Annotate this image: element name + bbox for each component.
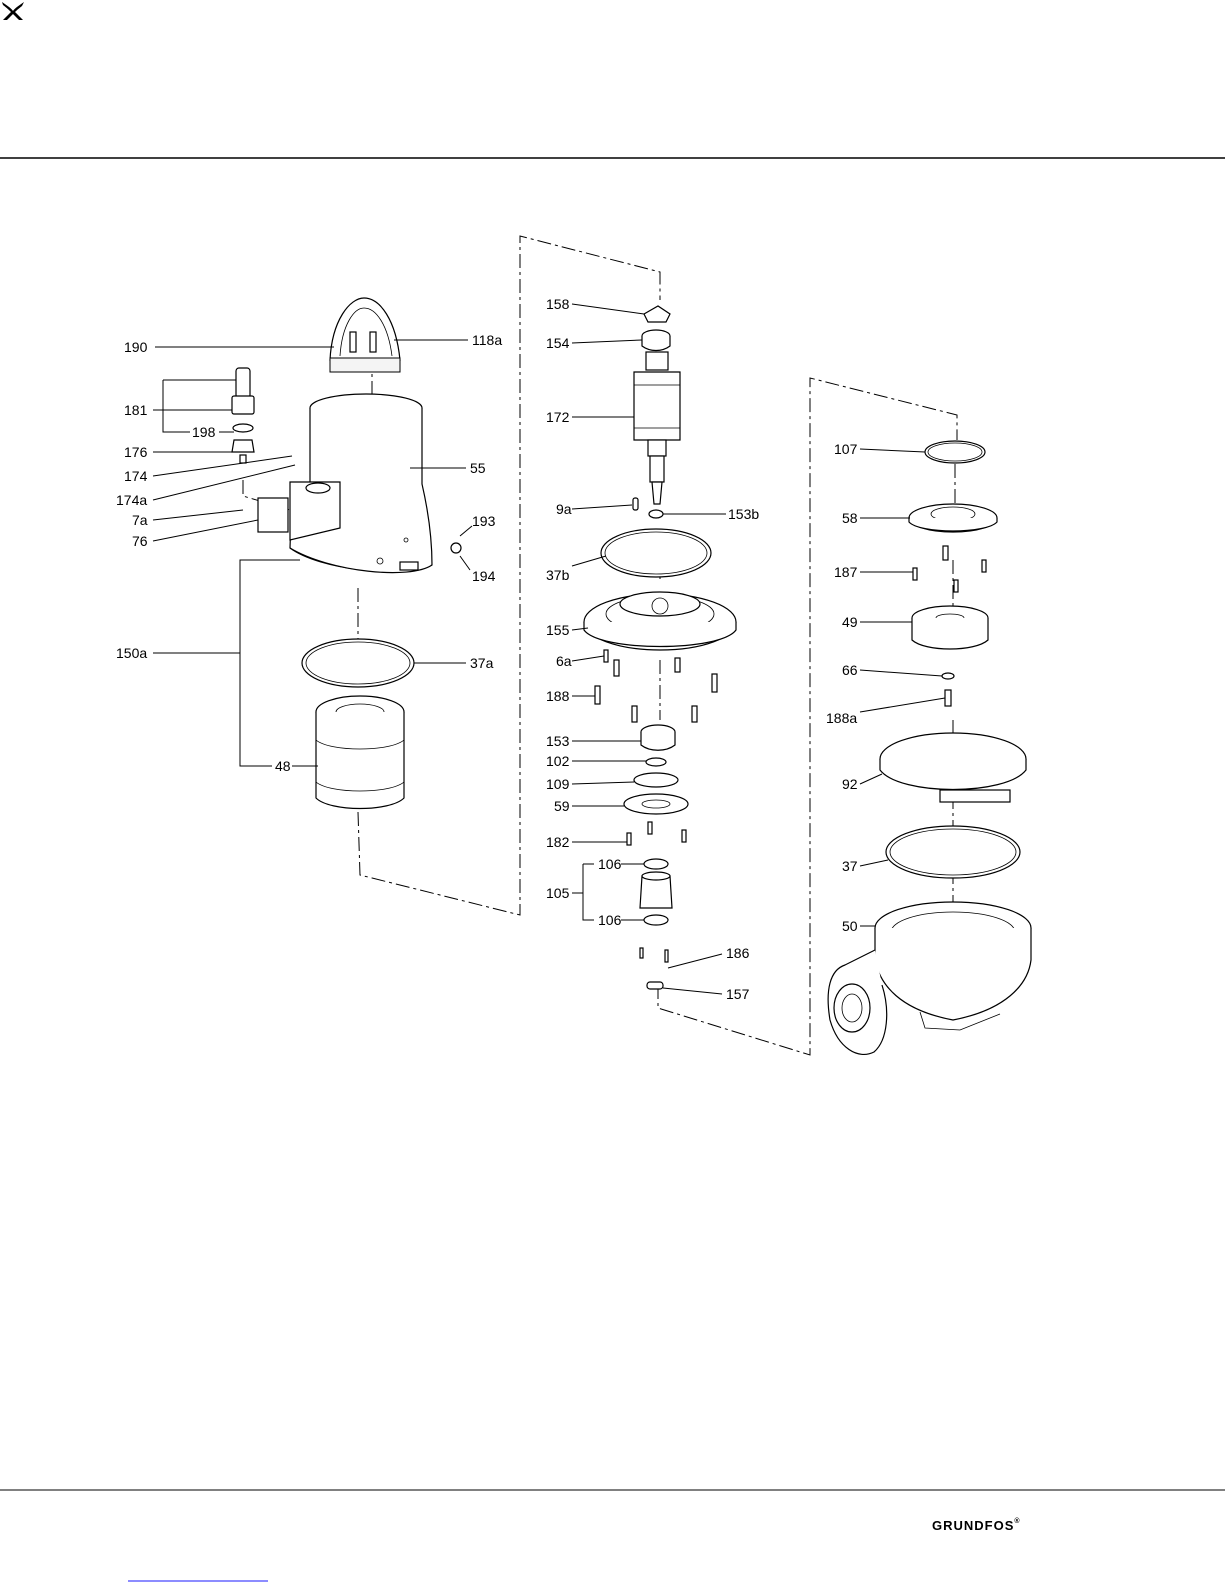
label-153: 153	[546, 733, 570, 749]
part-158	[644, 306, 670, 322]
o-ring-37a	[302, 639, 414, 687]
seal-cover-59	[624, 794, 688, 845]
handle-118a	[330, 298, 400, 372]
label-153b: 153b	[728, 506, 759, 522]
label-188: 188	[546, 688, 570, 704]
label-193: 193	[472, 513, 496, 529]
label-48: 48	[275, 758, 291, 774]
rotor-172	[634, 352, 680, 504]
clamp-92	[880, 733, 1026, 802]
cable-entry-181	[232, 368, 254, 463]
label-106-top: 106	[598, 856, 622, 872]
label-154: 154	[546, 335, 570, 351]
label-9a: 9a	[556, 501, 572, 517]
brand-name: GRUNDFOS	[932, 1518, 1014, 1533]
bearing-153	[641, 725, 675, 750]
label-92: 92	[842, 776, 858, 792]
label-182: 182	[546, 834, 570, 850]
washer-66	[942, 673, 954, 679]
stator-housing-48	[316, 696, 404, 809]
label-157: 157	[726, 986, 750, 1002]
label-172: 172	[546, 409, 570, 425]
label-118a: 118a	[472, 332, 502, 348]
grundfos-x-logo-icon	[0, 0, 26, 22]
o-ring-109	[634, 773, 678, 787]
motor-housing-55	[258, 394, 461, 573]
key-9a	[633, 498, 638, 510]
part-labels: 190 118a 181 198 176 174 174a 7a 76 55 1…	[116, 296, 858, 1002]
part-157	[647, 982, 663, 989]
bearing-154	[642, 330, 670, 351]
label-181: 181	[124, 402, 148, 418]
o-ring-37	[886, 826, 1020, 878]
impeller-49	[912, 606, 988, 649]
o-ring-107	[925, 441, 985, 463]
label-66: 66	[842, 662, 858, 678]
label-76: 76	[132, 533, 148, 549]
label-59: 59	[554, 798, 570, 814]
o-ring-37b	[601, 529, 711, 577]
label-37: 37	[842, 858, 858, 874]
label-158: 158	[546, 296, 570, 312]
label-102: 102	[546, 753, 570, 769]
label-55: 55	[470, 460, 486, 476]
label-155: 155	[546, 622, 570, 638]
label-37b: 37b	[546, 567, 570, 583]
label-106-bottom: 106	[598, 912, 622, 928]
shaft-seal-105	[640, 859, 672, 962]
label-50: 50	[842, 918, 858, 934]
label-6a: 6a	[556, 653, 572, 669]
label-198: 198	[192, 424, 216, 440]
screws-6a-188	[595, 650, 717, 722]
brand-wordmark: GRUNDFOS®	[932, 1518, 1021, 1533]
label-150a: 150a	[116, 645, 147, 661]
label-194: 194	[472, 568, 496, 584]
pump-housing-50	[828, 902, 1031, 1054]
label-187: 187	[834, 564, 858, 580]
label-188a: 188a	[826, 710, 857, 726]
label-107: 107	[834, 441, 858, 457]
label-176: 176	[124, 444, 148, 460]
label-174: 174	[124, 468, 148, 484]
label-7a: 7a	[132, 512, 148, 528]
screw-188a	[945, 690, 951, 706]
label-174a: 174a	[116, 492, 147, 508]
brand-registered-mark: ®	[1014, 1518, 1020, 1525]
label-49: 49	[842, 614, 858, 630]
label-105: 105	[546, 885, 570, 901]
ring-153b	[649, 510, 663, 518]
label-109: 109	[546, 776, 570, 792]
bearing-bracket-155	[584, 592, 736, 650]
label-58: 58	[842, 510, 858, 526]
label-37a: 37a	[470, 655, 494, 671]
label-190: 190	[124, 339, 148, 355]
label-186: 186	[726, 945, 750, 961]
ring-102	[646, 758, 666, 766]
